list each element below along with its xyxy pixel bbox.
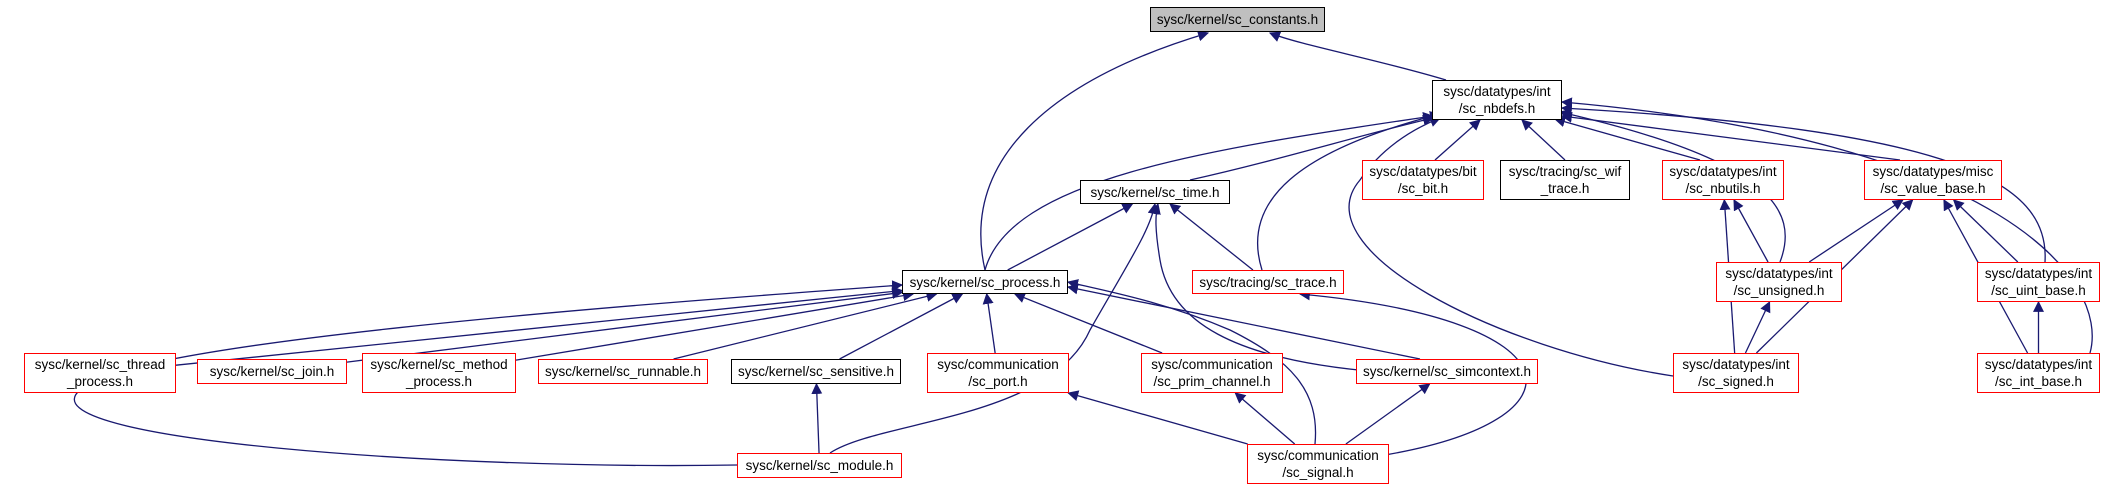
node-label: sysc/communication /sc_prim_channel.h xyxy=(1151,357,1273,389)
edge-sc-signal-to-sc-port xyxy=(1067,390,1248,445)
node-label: sysc/datatypes/int /sc_int_base.h xyxy=(1984,357,2093,389)
node-sc-constants[interactable]: sysc/kernel/sc_constants.h xyxy=(1150,7,1325,32)
edge-sc-signal-to-sc-simcontext xyxy=(1345,383,1431,445)
edge-sc-module-to-sc-time xyxy=(829,202,1159,454)
edge-sc-wif-trace-to-sc-nbdefs xyxy=(1521,119,1566,161)
node-sc-trace[interactable]: sysc/tracing/sc_trace.h xyxy=(1192,270,1344,294)
edge-sc-signal-to-sc-process xyxy=(1066,279,1317,445)
node-sc-method-process[interactable]: sysc/kernel/sc_method _process.h xyxy=(362,353,516,393)
node-label: sysc/communication /sc_signal.h xyxy=(1257,448,1379,480)
node-sc-join[interactable]: sysc/kernel/sc_join.h xyxy=(197,359,347,384)
node-sc-module[interactable]: sysc/kernel/sc_module.h xyxy=(737,453,902,478)
node-sc-runnable[interactable]: sysc/kernel/sc_runnable.h xyxy=(538,359,708,384)
edge-sc-nbutils-to-sc-nbdefs xyxy=(1553,116,1701,161)
node-label: sysc/kernel/sc_process.h xyxy=(909,274,1061,290)
node-label: sysc/tracing/sc_wif _trace.h xyxy=(1508,164,1622,196)
node-label: sysc/kernel/sc_simcontext.h xyxy=(1362,364,1532,379)
node-label: sysc/communication /sc_port.h xyxy=(937,357,1059,389)
node-label: sysc/datatypes/int /sc_signed.h xyxy=(1682,357,1790,389)
node-label: sysc/kernel/sc_sensitive.h xyxy=(737,364,895,379)
edge-sc-process-to-sc-nbdefs xyxy=(984,111,1435,271)
edge-sc-signed-to-sc-unsigned xyxy=(1744,301,1771,354)
node-sc-uint-base[interactable]: sysc/datatypes/int /sc_uint_base.h xyxy=(1977,262,2100,302)
node-sc-simcontext[interactable]: sysc/kernel/sc_simcontext.h xyxy=(1356,359,1538,384)
edge-sc-simcontext-to-sc-process xyxy=(1066,283,1421,360)
node-label: sysc/kernel/sc_time.h xyxy=(1090,184,1220,200)
node-label: sysc/datatypes/bit /sc_bit.h xyxy=(1369,164,1477,196)
edge-sc-process-to-sc-constants xyxy=(980,30,1210,271)
edge-sc-sensitive-to-sc-process xyxy=(839,293,964,360)
node-sc-value-base[interactable]: sysc/datatypes/misc /sc_value_base.h xyxy=(1864,160,2002,200)
node-label: sysc/datatypes/misc /sc_value_base.h xyxy=(1872,164,1994,196)
node-label: sysc/kernel/sc_runnable.h xyxy=(544,364,702,379)
edge-sc-value-base-to-sc-nbdefs xyxy=(1560,111,1901,161)
node-label: sysc/datatypes/int /sc_unsigned.h xyxy=(1725,266,1833,298)
edge-sc-unsigned-to-sc-value-base xyxy=(1808,199,1904,263)
node-sc-nbutils[interactable]: sysc/datatypes/int /sc_nbutils.h xyxy=(1662,160,1784,200)
node-label: sysc/kernel/sc_thread _process.h xyxy=(34,357,166,389)
node-label: sysc/datatypes/int /sc_nbdefs.h xyxy=(1443,84,1551,116)
edge-sc-module-to-sc-sensitive xyxy=(811,382,823,454)
node-sc-time[interactable]: sysc/kernel/sc_time.h xyxy=(1080,180,1230,204)
node-label: sysc/kernel/sc_join.h xyxy=(209,364,335,379)
node-sc-unsigned[interactable]: sysc/datatypes/int /sc_unsigned.h xyxy=(1716,262,1842,302)
node-sc-sensitive[interactable]: sysc/kernel/sc_sensitive.h xyxy=(731,359,901,384)
node-sc-bit[interactable]: sysc/datatypes/bit /sc_bit.h xyxy=(1362,160,1484,200)
node-sc-prim-channel[interactable]: sysc/communication /sc_prim_channel.h xyxy=(1141,353,1283,393)
edge-sc-join-to-sc-process xyxy=(346,288,904,363)
edge-sc-time-to-sc-nbdefs xyxy=(1189,114,1435,181)
edge-sc-int-base-to-sc-nbdefs xyxy=(1560,97,2093,354)
edge-sc-port-to-sc-process xyxy=(982,292,996,354)
node-label: sysc/kernel/sc_constants.h xyxy=(1156,12,1319,27)
edge-sc-trace-to-sc-nbdefs xyxy=(1257,111,1442,271)
node-sc-process[interactable]: sysc/kernel/sc_process.h xyxy=(902,270,1068,294)
node-sc-int-base[interactable]: sysc/datatypes/int /sc_int_base.h xyxy=(1977,353,2100,393)
edge-sc-thread-process-to-sc-process xyxy=(175,286,904,366)
edge-sc-signal-to-sc-prim-channel xyxy=(1234,392,1296,445)
node-label: sysc/datatypes/int /sc_uint_base.h xyxy=(1984,266,2093,298)
edge-sc-nbdefs-to-sc-constants xyxy=(1268,31,1447,81)
edges-layer xyxy=(73,30,2093,467)
edge-sc-runnable-to-sc-process xyxy=(673,291,938,360)
node-sc-thread-process[interactable]: sysc/kernel/sc_thread _process.h xyxy=(24,353,176,393)
node-sc-signed[interactable]: sysc/datatypes/int /sc_signed.h xyxy=(1673,353,1799,393)
edge-sc-trace-to-sc-time xyxy=(1169,203,1254,271)
node-sc-wif-trace[interactable]: sysc/tracing/sc_wif _trace.h xyxy=(1500,160,1630,200)
edge-sc-uint-base-to-sc-value-base xyxy=(1952,199,2019,263)
node-sc-port[interactable]: sysc/communication /sc_port.h xyxy=(927,353,1069,393)
node-label: sysc/datatypes/int /sc_nbutils.h xyxy=(1669,164,1777,196)
node-label: sysc/kernel/sc_method _process.h xyxy=(370,357,508,389)
edge-sc-signed-to-sc-nbdefs xyxy=(1348,116,1674,377)
edge-sc-process-to-sc-time xyxy=(1007,203,1134,271)
node-label: sysc/kernel/sc_module.h xyxy=(745,458,894,473)
node-sc-signal[interactable]: sysc/communication /sc_signal.h xyxy=(1247,444,1389,484)
node-label: sysc/tracing/sc_trace.h xyxy=(1199,274,1337,290)
edge-sc-prim-channel-to-sc-process xyxy=(1013,292,1163,354)
edge-sc-simcontext-to-sc-time xyxy=(1150,202,1381,373)
node-sc-nbdefs[interactable]: sysc/datatypes/int /sc_nbdefs.h xyxy=(1432,80,1562,120)
edge-sc-bit-to-sc-nbdefs xyxy=(1434,119,1481,161)
edge-sc-unsigned-to-sc-nbutils xyxy=(1733,199,1769,263)
edge-sc-method-process-to-sc-process xyxy=(515,290,915,361)
